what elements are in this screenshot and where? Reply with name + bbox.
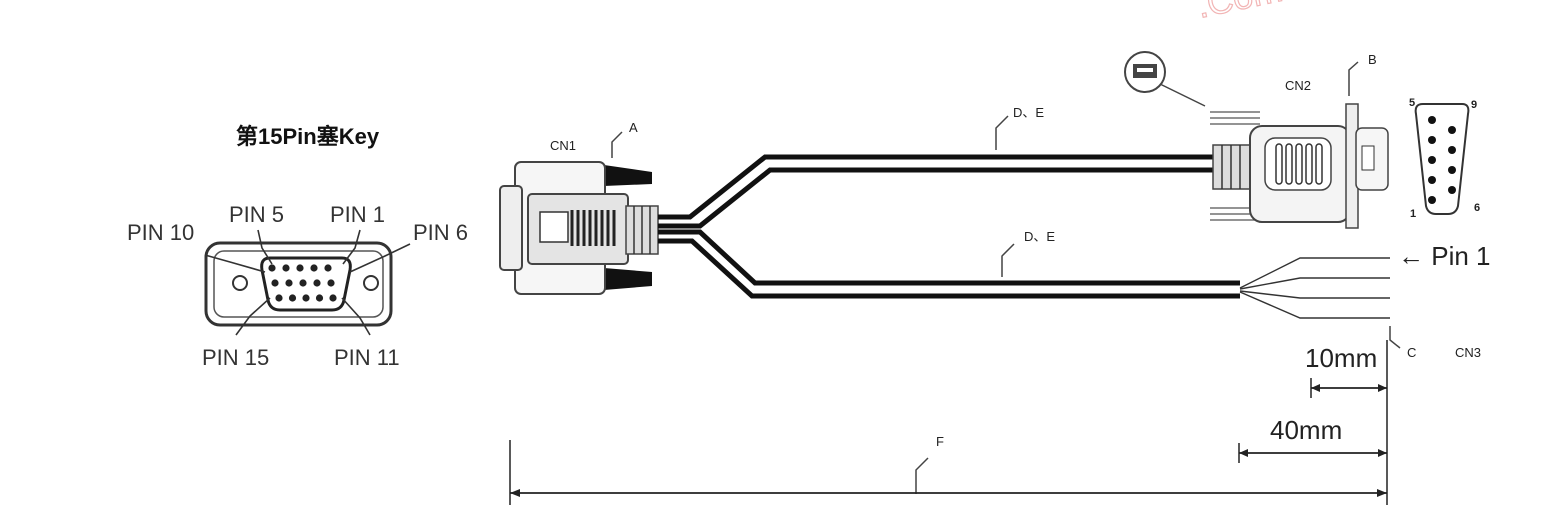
label-de-top: D、E	[1013, 105, 1044, 120]
pin1-indicator: ← Pin 1	[1398, 241, 1491, 271]
cable-upper-a	[658, 154, 1215, 220]
vga-pin-dot	[299, 279, 307, 287]
vga-pin-dot	[302, 294, 310, 302]
db9-face-view: 5 9 1 6	[1409, 97, 1480, 220]
vga-pin-dot	[271, 279, 279, 287]
pin15-label: PIN 15	[202, 345, 269, 370]
cn2-connector	[1210, 103, 1389, 229]
label-a: A	[629, 120, 638, 135]
label-b: B	[1368, 52, 1377, 67]
cn3-label: CN3	[1455, 345, 1481, 360]
db9-pin9: 9	[1471, 99, 1477, 111]
vga-pin-dot	[327, 279, 335, 287]
db9-pin6: 6	[1474, 202, 1480, 214]
pin1-label: PIN 1	[330, 202, 385, 227]
cable-lower-b	[658, 238, 1240, 299]
db9-pin5: 5	[1409, 97, 1415, 109]
cn2-label: CN2	[1285, 78, 1311, 93]
vga-pin-dot	[275, 294, 283, 302]
cn1-label: CN1	[550, 138, 576, 153]
dim-40mm: 40mm	[1270, 415, 1342, 445]
vga-pinout-figure: 第15Pin塞Key PIN 10 PIN 5 PIN 1 PIN 6 PIN …	[127, 124, 468, 370]
watermark: .Com	[1193, 0, 1286, 26]
vga-pin-dot	[268, 264, 276, 272]
pin10-label: PIN 10	[127, 220, 194, 245]
vga-pin-dot	[282, 264, 290, 272]
db9-pin-dot	[1448, 146, 1456, 154]
vga-pin-dots	[268, 264, 337, 302]
db9-pin-dot	[1428, 116, 1436, 124]
db9-pin-dot	[1428, 196, 1436, 204]
pinout-title: 第15Pin塞Key	[236, 124, 380, 149]
vga-pin-dot	[296, 264, 304, 272]
cable-upper-b	[658, 167, 1215, 229]
detail-callout	[1124, 51, 1206, 107]
pin5-label: PIN 5	[229, 202, 284, 227]
db9-pin-dot	[1428, 156, 1436, 164]
vga-pin-dot	[288, 294, 297, 302]
vga-pin-dot	[310, 264, 318, 272]
db9-pin1: 1	[1410, 208, 1416, 220]
cn3-flying-leads	[1239, 257, 1390, 319]
cable-lower-a	[658, 229, 1240, 286]
vga-pin-dot	[315, 294, 324, 302]
dimensions	[509, 340, 1388, 505]
vga-pin-dot	[329, 294, 337, 302]
vga-pin-dot	[324, 264, 332, 272]
pin11-label: PIN 11	[334, 345, 400, 370]
cables	[658, 154, 1240, 299]
cn1-connector	[499, 161, 659, 295]
db9-pin-dot	[1448, 166, 1456, 174]
db9-pin-dot	[1448, 186, 1456, 194]
db9-pin-dot	[1448, 126, 1456, 134]
mount-hole-right	[363, 275, 379, 291]
vga-pin-dot	[285, 279, 293, 287]
pin6-label: PIN 6	[413, 220, 468, 245]
vga-pin-dot	[313, 279, 321, 287]
label-c: C	[1407, 345, 1416, 360]
mount-hole-left	[232, 275, 248, 291]
label-de-bottom: D、E	[1024, 229, 1055, 244]
db9-pin-dot	[1428, 136, 1436, 144]
label-f: F	[936, 434, 944, 449]
dim-10mm: 10mm	[1305, 343, 1377, 373]
db9-pin-dot	[1428, 176, 1436, 184]
